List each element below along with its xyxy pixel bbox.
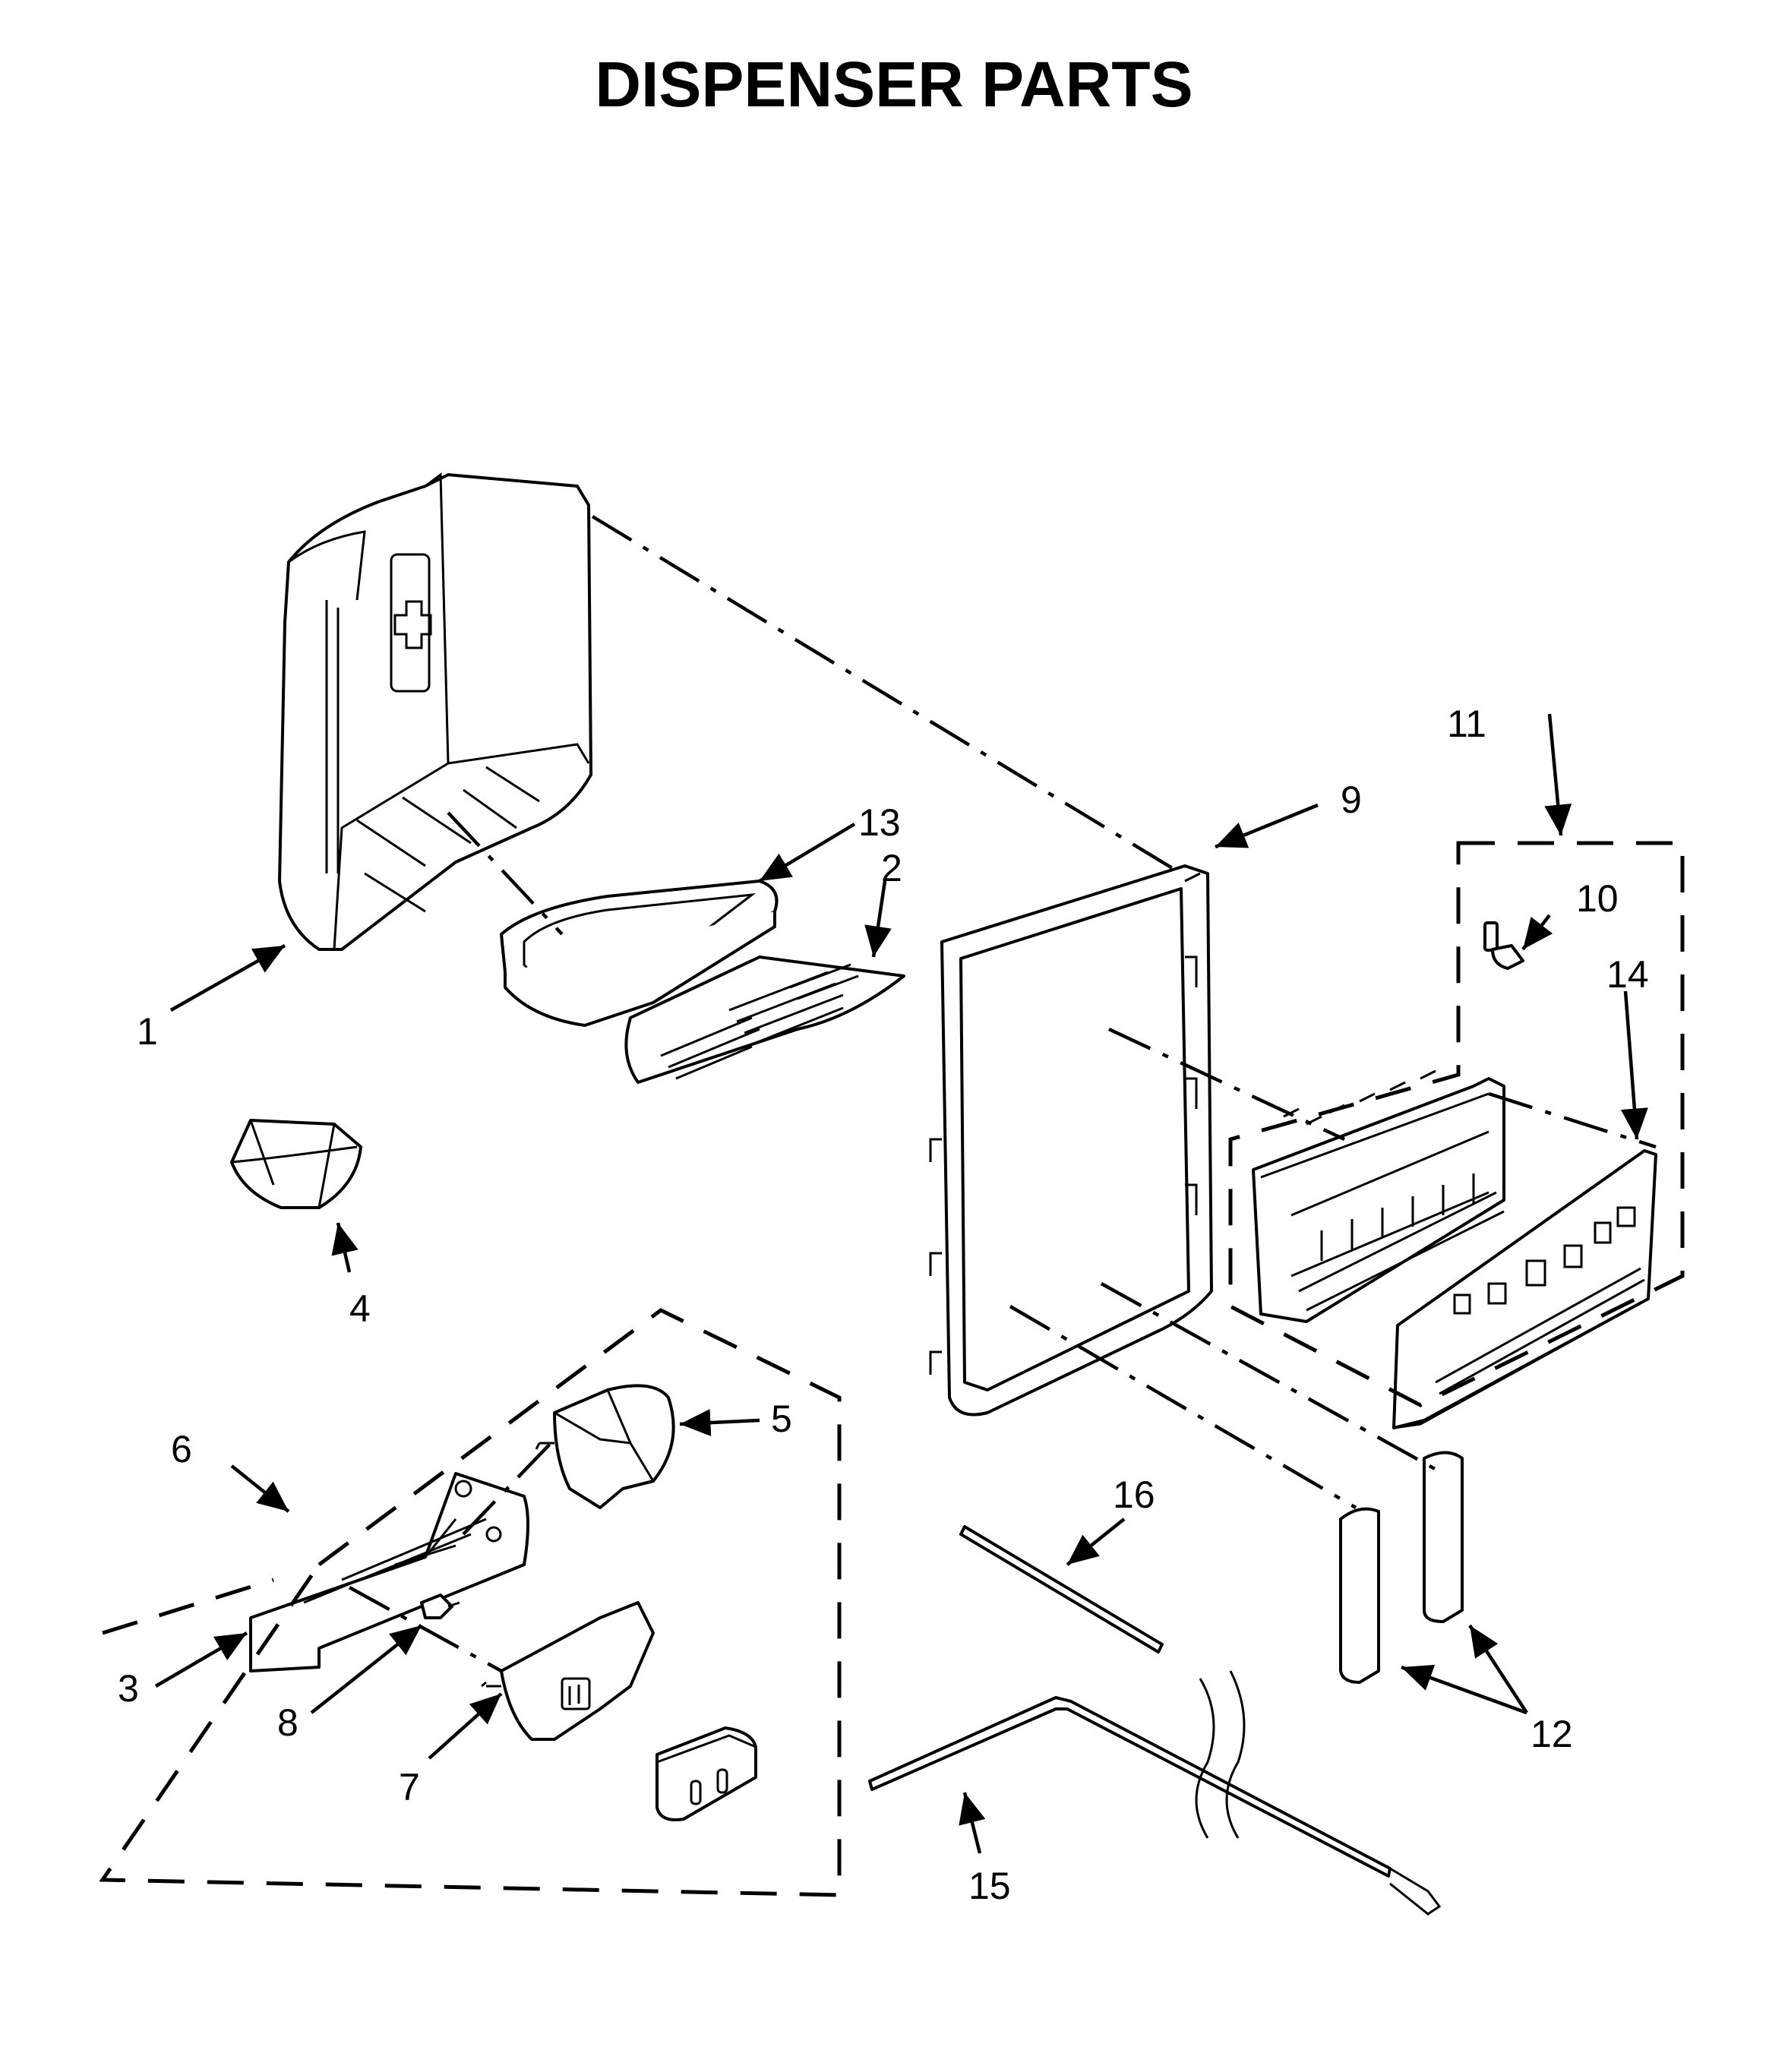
callout-8: 8	[277, 1701, 299, 1744]
callout-16: 16	[1113, 1473, 1155, 1516]
part-5-auger-motor	[535, 1384, 675, 1509]
callout-5: 5	[771, 1398, 792, 1440]
callout-3: 3	[118, 1667, 139, 1710]
part-6-pad	[655, 1726, 757, 1821]
callouts: 1 13 2 4 9 11 10 14 5 6 3 8 7 16 12 15	[118, 703, 1649, 1907]
part-7-actuator	[481, 1601, 655, 1741]
part-15-heater-tube	[868, 1670, 1442, 1916]
callout-11: 11	[1447, 703, 1486, 745]
part-1-dispenser-housing	[278, 472, 592, 951]
assembly-box-11	[1228, 841, 1685, 1407]
callout-2: 2	[881, 847, 902, 889]
callout-13: 13	[858, 801, 901, 844]
callout-15: 15	[968, 1865, 1011, 1907]
part-4-ice-chute-cup	[230, 1119, 362, 1209]
part-9-frame-gasket	[929, 864, 1213, 1417]
callout-9: 9	[1341, 779, 1362, 821]
part-16-tube	[959, 1525, 1164, 1653]
part-2-tray-grille	[624, 955, 905, 1084]
control-panel-face	[1392, 1149, 1657, 1429]
callout-12: 12	[1531, 1713, 1573, 1755]
assembly-box-6	[99, 1308, 842, 1897]
part-8-screw	[420, 1593, 460, 1619]
callout-14: 14	[1606, 953, 1649, 996]
part-12-dispenser-pads	[1339, 1451, 1464, 1684]
part-10-connector	[1483, 921, 1524, 970]
part-13-drip-tray	[500, 880, 779, 1027]
callout-4: 4	[349, 1287, 371, 1330]
callout-6: 6	[171, 1428, 192, 1470]
page-title: DISPENSER PARTS	[595, 49, 1193, 120]
alignment-lines	[348, 515, 1657, 1672]
callout-10: 10	[1576, 877, 1619, 920]
part-3-mounting-bracket	[249, 1472, 529, 1672]
callout-7: 7	[399, 1766, 420, 1808]
callout-1: 1	[137, 1010, 158, 1053]
leader-arrows	[154, 713, 1648, 1854]
